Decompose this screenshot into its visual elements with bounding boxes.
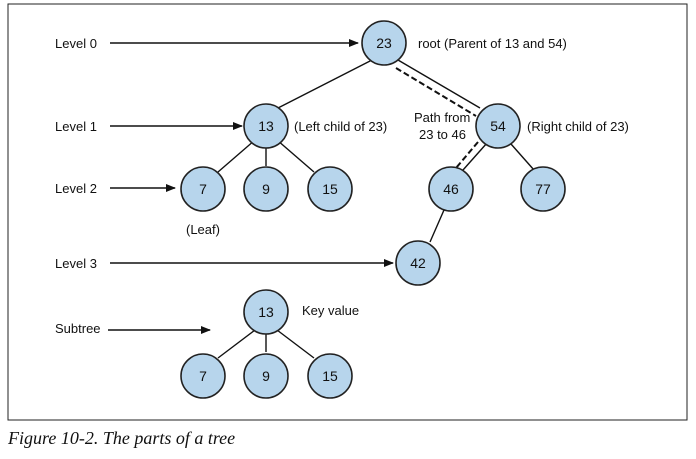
edge-s13-s15 bbox=[276, 329, 315, 359]
node-label: 42 bbox=[410, 255, 426, 271]
node-label: 15 bbox=[322, 181, 338, 197]
node-label: 9 bbox=[262, 368, 270, 384]
level-1-label: Level 1 bbox=[55, 119, 97, 134]
leaf-annotation: (Leaf) bbox=[186, 222, 220, 237]
path-54-46-dashed bbox=[455, 141, 479, 169]
tree-diagram: Level 0 Level 1 Level 2 Level 3 Subtree … bbox=[7, 3, 688, 421]
edge-s13-s7 bbox=[217, 329, 256, 359]
subtree-label: Subtree bbox=[55, 321, 101, 336]
node-label: 77 bbox=[535, 181, 551, 197]
node-46: 46 bbox=[428, 166, 474, 212]
node-label: 13 bbox=[258, 118, 274, 134]
right-child-annotation: (Right child of 23) bbox=[527, 119, 629, 134]
node-15: 15 bbox=[307, 166, 353, 212]
figure-caption: Figure 10-2. The parts of a tree bbox=[8, 428, 236, 448]
level-2-label: Level 2 bbox=[55, 181, 97, 196]
node-9: 9 bbox=[243, 166, 289, 212]
node-label: 7 bbox=[199, 368, 207, 384]
node-7: 7 bbox=[180, 166, 226, 212]
node-label: 54 bbox=[490, 118, 506, 134]
subtree-node-13: 13 bbox=[243, 289, 289, 335]
node-42: 42 bbox=[395, 240, 441, 286]
edge-13-15 bbox=[276, 139, 315, 173]
key-value-annotation: Key value bbox=[302, 303, 359, 318]
subtree-node-15: 15 bbox=[307, 353, 353, 399]
node-label: 9 bbox=[262, 181, 270, 197]
level-0-label: Level 0 bbox=[55, 36, 97, 51]
node-label: 13 bbox=[258, 304, 274, 320]
level-3-label: Level 3 bbox=[55, 256, 97, 271]
edge-13-7 bbox=[217, 139, 256, 173]
left-child-annotation: (Left child of 23) bbox=[294, 119, 387, 134]
node-label: 15 bbox=[322, 368, 338, 384]
edge-54-46 bbox=[462, 142, 488, 171]
node-54: 54 bbox=[475, 103, 521, 149]
subtree-node-9: 9 bbox=[243, 353, 289, 399]
node-77: 77 bbox=[520, 166, 566, 212]
edge-54-77 bbox=[510, 143, 535, 171]
path-annotation-line2: 23 to 46 bbox=[419, 127, 466, 142]
edge-46-42 bbox=[429, 209, 445, 243]
edge-23-54 bbox=[397, 59, 481, 109]
edge-23-13 bbox=[277, 59, 373, 109]
diagram-frame bbox=[7, 3, 688, 421]
path-annotation-line1: Path from bbox=[414, 110, 470, 125]
root-annotation: root (Parent of 13 and 54) bbox=[418, 36, 567, 51]
node-root: 23 bbox=[361, 20, 407, 66]
node-13: 13 bbox=[243, 103, 289, 149]
node-label: 46 bbox=[443, 181, 459, 197]
subtree-node-7: 7 bbox=[180, 353, 226, 399]
node-label: 7 bbox=[199, 181, 207, 197]
node-label: 23 bbox=[376, 35, 392, 51]
path-23-54-dashed bbox=[395, 67, 477, 117]
